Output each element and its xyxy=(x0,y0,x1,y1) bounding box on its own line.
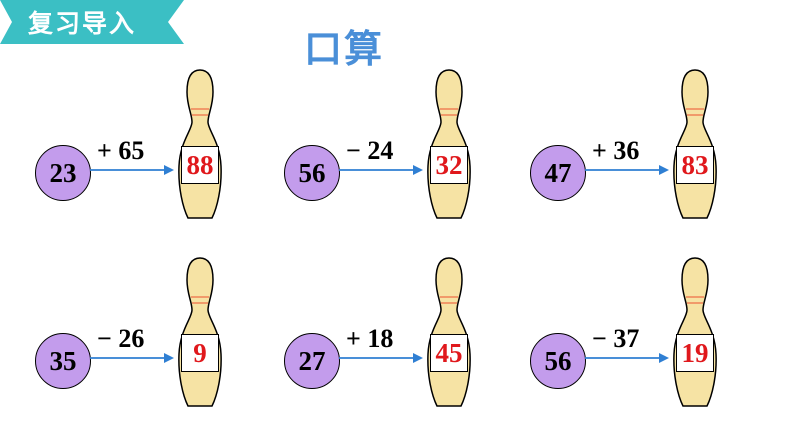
start-number: 56 xyxy=(530,333,586,389)
section-label: 复习导入 xyxy=(28,4,136,40)
problem-card: 23 + 65 88 xyxy=(35,68,275,228)
operation-label: − 26 xyxy=(97,324,144,354)
bowling-pin-icon xyxy=(424,256,474,408)
answer-box: 83 xyxy=(676,146,714,184)
start-number: 35 xyxy=(35,333,91,389)
problem-card: 47 + 36 83 xyxy=(530,68,770,228)
operation-label: + 36 xyxy=(592,136,639,166)
answer-box: 88 xyxy=(181,146,219,184)
bowling-pin-icon xyxy=(175,68,225,220)
answer-box: 9 xyxy=(181,334,219,372)
problem-card: 27 + 18 45 xyxy=(284,256,524,416)
operation-label: − 24 xyxy=(346,136,393,166)
section-banner: 复习导入 xyxy=(0,0,184,44)
problem-card: 56 − 37 19 xyxy=(530,256,770,416)
operation-label: − 37 xyxy=(592,324,639,354)
problem-card: 35 − 26 9 xyxy=(35,256,275,416)
operation-label: + 18 xyxy=(346,324,393,354)
start-number: 23 xyxy=(35,145,91,201)
answer-box: 32 xyxy=(430,146,468,184)
bowling-pin-icon xyxy=(424,68,474,220)
bowling-pin-icon xyxy=(670,68,720,220)
operation-label: + 65 xyxy=(97,136,144,166)
problem-card: 56 − 24 32 xyxy=(284,68,524,228)
answer-box: 19 xyxy=(676,334,714,372)
answer-box: 45 xyxy=(430,334,468,372)
start-number: 56 xyxy=(284,145,340,201)
bowling-pin-icon xyxy=(175,256,225,408)
bowling-pin-icon xyxy=(670,256,720,408)
page-title: 口算 xyxy=(304,18,384,73)
start-number: 47 xyxy=(530,145,586,201)
start-number: 27 xyxy=(284,333,340,389)
